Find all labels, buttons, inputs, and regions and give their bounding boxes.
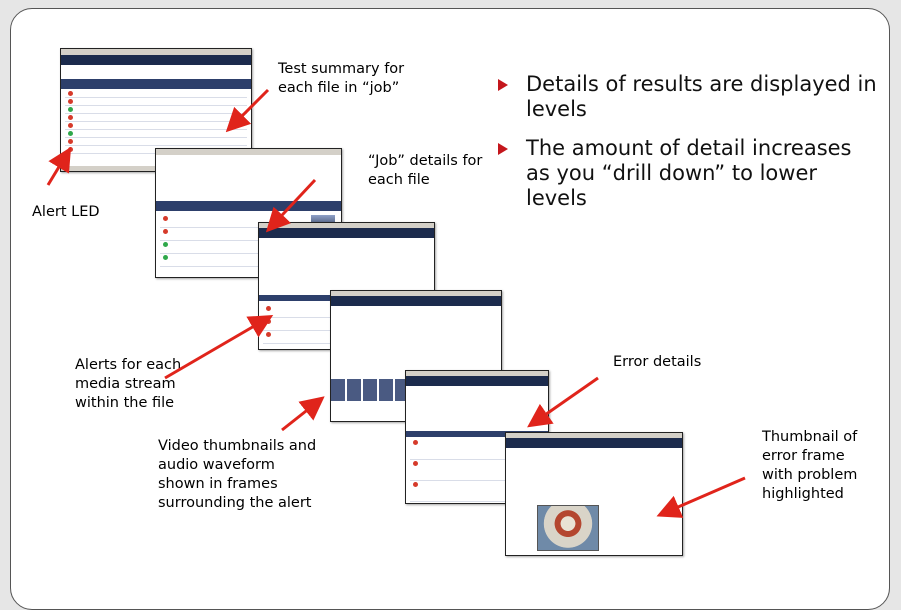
callout-line: Alert LED (32, 204, 100, 220)
bullet-item: Details of results are displayed in leve… (498, 72, 878, 122)
callout-line: Error details (613, 354, 702, 370)
callout-line: Test summary for (278, 61, 405, 77)
browser-toolbar (259, 223, 434, 228)
table-row (410, 460, 520, 481)
table-header (156, 201, 341, 211)
app-header (61, 55, 251, 65)
alert-led-icon (413, 440, 418, 445)
callout-line: Thumbnail of (762, 429, 858, 445)
browser-toolbar (331, 291, 501, 296)
app-header (506, 438, 682, 448)
red-arrow-icon (46, 146, 72, 186)
alert-led-icon (266, 306, 271, 311)
red-arrow-icon (281, 396, 325, 432)
browser-toolbar (506, 433, 682, 438)
error-rows (410, 439, 520, 502)
callout-line: each file in “job” (278, 80, 400, 96)
table-row (65, 90, 247, 98)
table-row (65, 114, 247, 122)
alert-led-icon (413, 461, 418, 466)
callout-line: error frame (762, 448, 845, 464)
callout-thumb-error: Thumbnail of error frame with problem hi… (762, 428, 857, 504)
callout-line: within the file (75, 395, 175, 411)
callout-line: Alerts for each (75, 357, 182, 373)
callout-line: Video thumbnails and (158, 438, 317, 454)
app-header (406, 376, 548, 386)
alert-led-icon (163, 229, 168, 234)
alert-led-icon (68, 99, 73, 104)
callout-alert-led: Alert LED (32, 203, 100, 222)
alert-led-icon (68, 115, 73, 120)
red-arrow-icon (225, 88, 270, 133)
table-row (410, 439, 520, 460)
error-frame-thumbnail (537, 505, 599, 551)
table-row (410, 481, 520, 502)
alert-led-icon (68, 139, 73, 144)
browser-toolbar (156, 149, 341, 155)
triangle-bullet-icon (498, 79, 508, 91)
alert-led-icon (68, 91, 73, 96)
alert-led-icon (413, 482, 418, 487)
browser-toolbar (61, 49, 251, 55)
arrows-layer (46, 88, 746, 518)
alert-led-icon (68, 123, 73, 128)
file-rows (160, 215, 311, 267)
callout-error-details: Error details (613, 353, 701, 372)
callout-line: surrounding the alert (158, 495, 312, 511)
alert-led-icon (68, 131, 73, 136)
callout-line: with problem (762, 467, 858, 483)
red-arrow-icon (527, 376, 599, 428)
table-row (160, 215, 311, 228)
alert-led-icon (163, 216, 168, 221)
callout-line: “Job” details for (368, 153, 483, 169)
app-header (331, 296, 501, 306)
table-row (160, 241, 311, 254)
bullet-list: Details of results are displayed in leve… (498, 72, 878, 225)
app-header (259, 228, 434, 238)
callout-test-summary: Test summary for each file in “job” (278, 60, 404, 98)
callout-line: media stream (75, 376, 176, 392)
callout-line: audio waveform (158, 457, 275, 473)
table-row (65, 98, 247, 106)
callout-line: shown in frames (158, 476, 278, 492)
table-row (160, 228, 311, 241)
table-row (65, 130, 247, 138)
table-header (406, 431, 548, 437)
bullet-text: The amount of detail increases as you “d… (526, 136, 852, 210)
alert-led-icon (68, 107, 73, 112)
table-row (160, 254, 311, 267)
bullet-item: The amount of detail increases as you “d… (498, 136, 878, 211)
table-row (263, 305, 384, 318)
triangle-bullet-icon (498, 143, 508, 155)
table-row (65, 138, 247, 146)
callout-line: each file (368, 172, 430, 188)
browser-toolbar (406, 371, 548, 376)
callout-job-details: “Job” details for each file (368, 152, 482, 190)
result-rows (65, 90, 247, 154)
alert-led-icon (163, 255, 168, 260)
bullet-text: Details of results are displayed in leve… (526, 72, 877, 121)
table-header (61, 79, 251, 89)
table-row (65, 106, 247, 114)
table-row (65, 122, 247, 130)
callout-video-thumbs: Video thumbnails and audio waveform show… (158, 437, 316, 513)
red-arrow-icon (265, 178, 317, 233)
red-arrow-icon (164, 314, 274, 380)
callout-alerts-stream: Alerts for each media stream within the … (75, 356, 181, 413)
callout-line: highlighted (762, 486, 844, 502)
alert-led-icon (163, 242, 168, 247)
red-arrow-icon (656, 476, 746, 518)
